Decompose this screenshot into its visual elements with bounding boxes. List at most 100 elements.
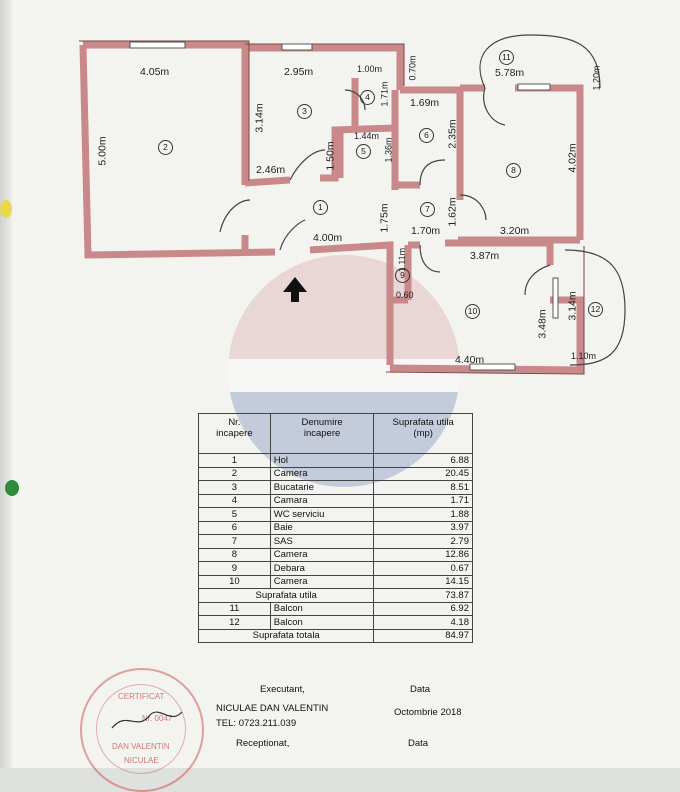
room-number-6: 6 [419,128,434,143]
header-nr: Nr. incapere [198,413,271,454]
row-name: Bucatarie [269,480,375,495]
room6-width: 1.69m [410,97,440,109]
yellow-pin-icon [0,200,12,218]
total-area-label: Suprafata totala [197,628,375,643]
room3-door: 1.50m [324,141,337,171]
row-name: Hol [269,453,375,468]
received-date-label: Data [408,738,429,749]
row-name: Balcon [269,615,375,630]
row-nr: 4 [198,493,271,508]
balcony11-height: 1.20m [591,65,602,91]
balcony11-width: 5.78m [495,67,525,79]
row-area: 2.79 [373,534,473,549]
room-number-7: 7 [420,202,435,217]
row-nr: 9 [198,561,271,576]
room5-width: 1.44m [354,131,380,141]
header-name: Denumire incapere [269,413,375,454]
row-name: WC serviciu [269,507,375,522]
signature-scribble-icon [111,711,183,729]
row-nr: 7 [198,534,271,549]
room8-height: 4.02m [566,143,579,173]
room2-width: 4.05m [140,66,170,78]
date-label: Data [410,684,431,695]
room-number-1: 1 [313,200,328,215]
row-area: 6.92 [373,601,473,616]
room2-height: 5.00m [96,136,109,166]
row-area: 1.71 [373,493,473,508]
executant-label: Executant, [260,684,305,695]
room-number-3: 3 [297,104,312,119]
received-label: Receptionat, [236,738,290,749]
room9-width: 0.60 [396,290,414,300]
room8-width: 3.20m [500,225,530,237]
row-nr: 2 [198,466,271,481]
room-number-5: 5 [356,144,371,159]
room3-width: 2.95m [284,66,314,78]
row-name: Baie [269,520,375,535]
gap-dimension: 0.70m [407,55,418,81]
rooms-table: Nr. incapere Denumire incapere Suprafata… [197,413,473,643]
useful-area-value: 73.87 [373,588,473,603]
table-header: Nr. incapere Denumire incapere Suprafata… [198,413,473,454]
row-area: 20.45 [373,466,473,481]
stamp-line2: NICULAE [124,756,159,765]
executant-phone: TEL: 0723.211.039 [216,718,297,729]
room-number-12: 12 [588,302,603,317]
certificate-stamp: CERTIFICAT Nr. 0047 DAN VALENTIN NICULAE [80,668,204,792]
room-number-9: 9 [395,268,410,283]
room10-height: 3.48m [536,309,549,339]
room-number-2: 2 [158,140,173,155]
row-name: Balcon [269,601,375,616]
useful-area-label: Suprafata utila [197,588,375,603]
row-nr: 3 [198,480,271,495]
row-area: 0.67 [373,561,473,576]
room10-width: 4.40m [455,354,485,366]
row-nr: 1 [198,453,271,468]
room1-width: 4.00m [313,232,343,244]
row-area: 14.15 [373,574,473,589]
entrance-arrow-icon [283,277,307,302]
floor-plan-walls [79,34,626,375]
room4-height: 1.71m [379,81,390,107]
row-name: Camara [269,493,375,508]
room4-width: 1.00m [357,64,383,74]
floor-plan: 4.05m 5.00m 2.95m 3.14m 2.46m 1.50m 1.00… [79,34,626,375]
room-number-11: 11 [499,50,514,65]
row-area: 4.18 [373,615,473,630]
row-name: Camera [269,466,375,481]
row-area: 6.88 [373,453,473,468]
row-nr: 5 [198,507,271,522]
header-area: Suprafata utila (mp) [373,413,473,454]
row-name: Camera [269,574,375,589]
row-area: 12.86 [373,547,473,562]
row-nr: 10 [198,574,271,589]
room7-height: 1.62m [446,197,459,227]
row-nr: 12 [198,615,271,630]
room1-height: 1.75m [378,203,391,233]
row-name: Camera [269,547,375,562]
total-area-value: 84.97 [373,628,473,643]
room6-height: 2.35m [446,119,459,149]
executant-name: NICULAE DAN VALENTIN [216,703,329,714]
stamp-code: Nr. 0047 [142,714,173,723]
room-number-8: 8 [506,163,521,178]
stamp-title: CERTIFICAT [118,692,165,701]
date-value: Octombrie 2018 [394,707,462,718]
stamp-line1: DAN VALENTIN [112,742,170,751]
balcony12-height: 3.14m [566,291,579,321]
row-name: Debara [269,561,375,576]
row-area: 8.51 [373,480,473,495]
